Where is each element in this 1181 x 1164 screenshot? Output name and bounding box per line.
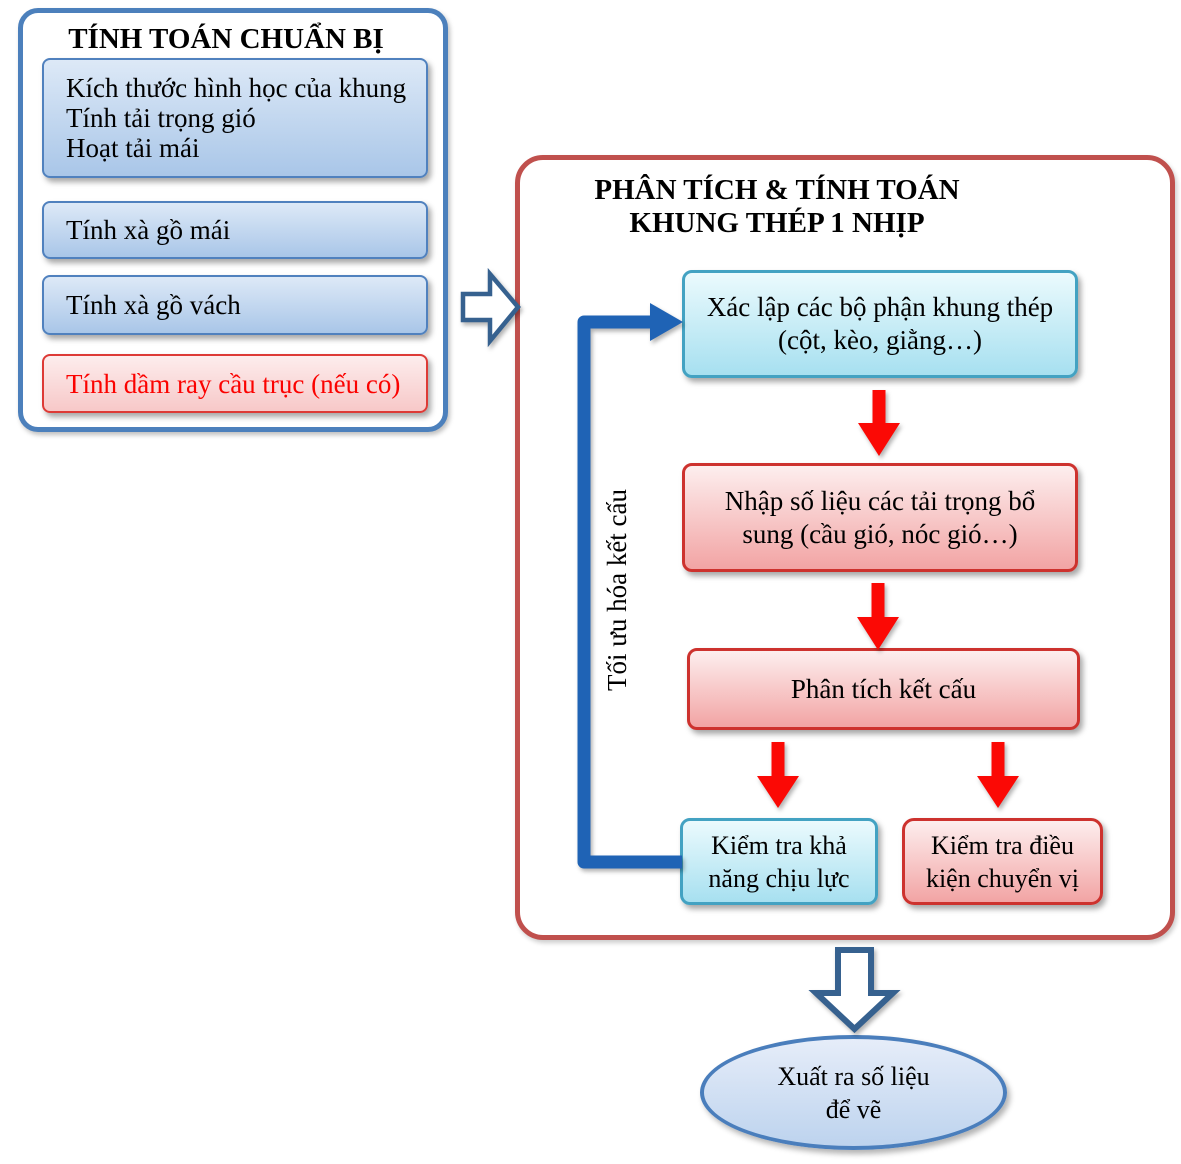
node-structural-analysis: Phân tích kết cấu (687, 648, 1080, 730)
text-line: Tính tải trọng gió (66, 103, 256, 133)
node-establish-frame-parts: Xác lập các bộ phận khung thép (cột, kèo… (682, 270, 1078, 378)
prep-panel-title: TÍNH TOÁN CHUẨN BỊ (23, 23, 429, 56)
text-line: Kích thước hình học của khung (66, 73, 407, 103)
text-line: Xuất ra số liệu (777, 1061, 930, 1091)
node-crane-beam: Tính dầm ray cầu trục (nếu có) (42, 354, 428, 413)
text-line: Tính xà gồ vách (66, 290, 241, 320)
text-line: Tính dầm ray cầu trục (nếu có) (66, 368, 401, 399)
text-line: Hoạt tải mái (66, 133, 200, 163)
text-line: kiện chuyển vị (925, 863, 1080, 893)
text-line: (cột, kèo, giằng…) (778, 325, 982, 355)
output-link-arrow-icon (808, 947, 901, 1034)
text-line: Nhập số liệu các tải trọng bổ (724, 485, 1036, 516)
analysis-title-line2: KHUNG THÉP 1 NHỊP (629, 207, 925, 239)
text-line: Xác lập các bộ phận khung thép (706, 292, 1054, 322)
prep-title-text: TÍNH TOÁN CHUẨN BỊ (68, 23, 384, 55)
text-line: sung (cầu gió, nóc gió…) (742, 518, 1018, 549)
text-line: năng chịu lực (708, 863, 850, 893)
node-roof-purlin: Tính xà gồ mái (42, 201, 428, 259)
text-line: Kiểm tra điều (931, 830, 1074, 860)
node-check-displacement: Kiểm tra điều kiện chuyển vị (902, 818, 1103, 905)
text-line: Phân tích kết cấu (790, 673, 977, 704)
optimization-loop-label: Tối ưu hóa kết cấu (602, 488, 632, 692)
text-line: để vẽ (825, 1094, 882, 1124)
prep-panel: TÍNH TOÁN CHUẨN BỊ Kích thước hình học c… (18, 8, 448, 432)
analysis-panel: PHÂN TÍCH & TÍNH TOÁN KHUNG THÉP 1 NHỊP … (515, 155, 1175, 940)
analysis-panel-title: PHÂN TÍCH & TÍNH TOÁN KHUNG THÉP 1 NHỊP (520, 174, 1034, 240)
panel-link-arrow-icon (460, 267, 521, 348)
text-line: Kiểm tra khả (711, 830, 847, 860)
node-wall-purlin: Tính xà gồ vách (42, 275, 428, 335)
node-output-data: Xuất ra số liệu để vẽ (700, 1035, 1007, 1150)
node-frame-geometry-loads: Kích thước hình học của khung Tính tải t… (42, 58, 428, 178)
text-line: Tính xà gồ mái (66, 215, 231, 245)
analysis-title-line1: PHÂN TÍCH & TÍNH TOÁN (594, 174, 960, 206)
node-input-additional-loads: Nhập số liệu các tải trọng bổ sung (cầu … (682, 463, 1078, 572)
node-check-strength: Kiểm tra khả năng chịu lực (680, 818, 878, 905)
